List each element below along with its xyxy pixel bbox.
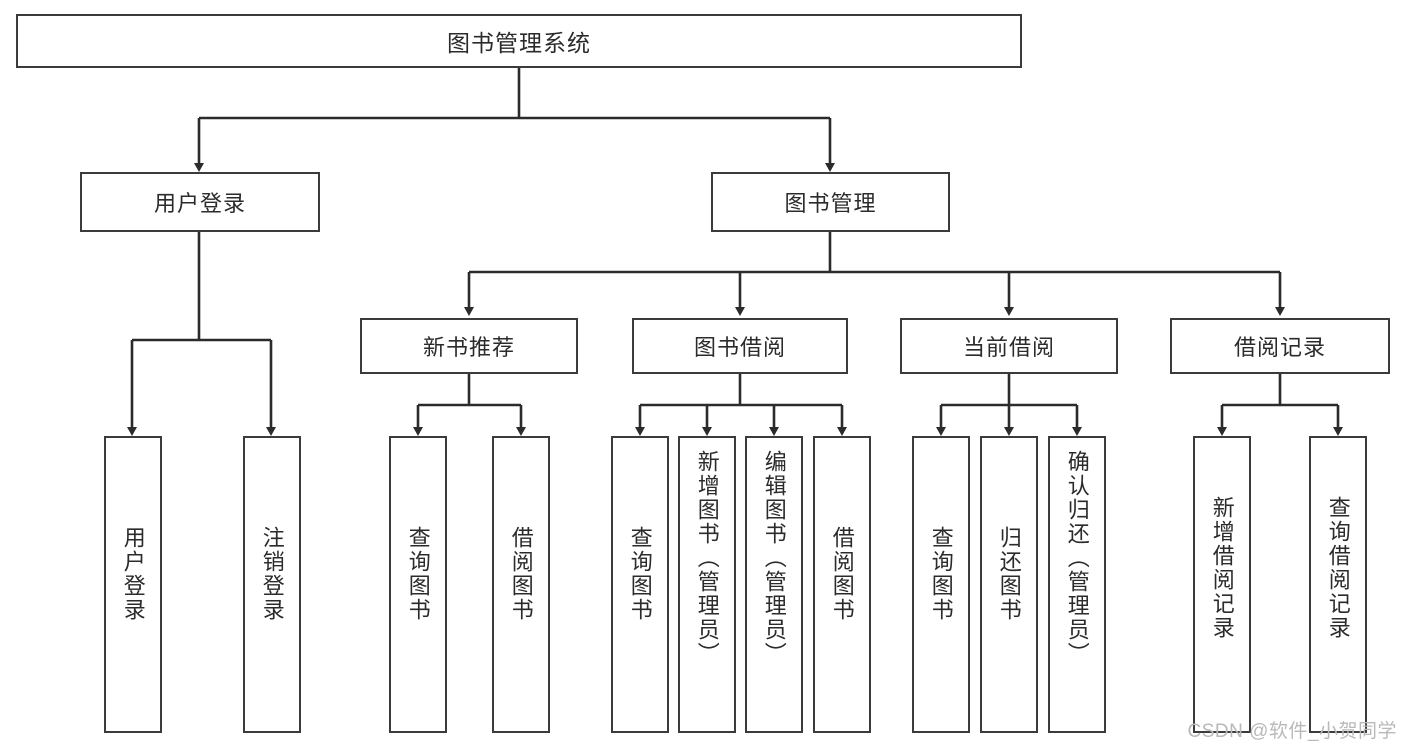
- node-new-book-recommend[interactable]: 新书推荐: [360, 318, 578, 374]
- node-root[interactable]: 图书管理系统: [16, 14, 1022, 68]
- node-leaf-query-book-borrow[interactable]: 查询图书: [611, 436, 669, 733]
- node-leaf-return-book-label: 归还图书: [996, 526, 1022, 622]
- node-leaf-borrow-book-recommend-label: 借阅图书: [508, 526, 534, 622]
- node-leaf-edit-book-admin[interactable]: 编辑图书（管理员）: [745, 436, 803, 733]
- node-user-login-label: 用户登录: [153, 191, 246, 216]
- node-root-label: 图书管理系统: [447, 30, 591, 56]
- node-leaf-add-book-admin[interactable]: 新增图书（管理员）: [678, 436, 736, 733]
- node-user-login[interactable]: 用户登录: [80, 172, 320, 232]
- node-leaf-add-book-admin-label: 新增图书（管理员）: [694, 450, 720, 666]
- node-leaf-query-book-recommend[interactable]: 查询图书: [389, 436, 447, 733]
- node-leaf-user-login[interactable]: 用户登录: [104, 436, 162, 733]
- node-leaf-borrow-book-recommend[interactable]: 借阅图书: [492, 436, 550, 733]
- node-leaf-confirm-return-admin-label: 确认归还（管理员）: [1064, 450, 1090, 666]
- watermark: CSDN @软件_小贺同学: [1187, 721, 1397, 742]
- node-leaf-query-borrow-record[interactable]: 查询借阅记录: [1309, 436, 1367, 733]
- node-leaf-edit-book-admin-label: 编辑图书（管理员）: [761, 450, 787, 666]
- node-book-management[interactable]: 图书管理: [711, 172, 950, 232]
- node-new-book-recommend-label: 新书推荐: [422, 335, 515, 360]
- node-leaf-query-borrow-record-label: 查询借阅记录: [1325, 496, 1351, 640]
- node-book-borrow-label: 图书借阅: [693, 335, 786, 360]
- node-leaf-query-book-borrow-label: 查询图书: [627, 526, 653, 622]
- node-book-management-label: 图书管理: [784, 191, 877, 216]
- node-borrow-record[interactable]: 借阅记录: [1170, 318, 1390, 374]
- node-leaf-return-book[interactable]: 归还图书: [980, 436, 1038, 733]
- node-leaf-add-borrow-record[interactable]: 新增借阅记录: [1193, 436, 1251, 733]
- node-leaf-borrow-book[interactable]: 借阅图书: [813, 436, 871, 733]
- node-leaf-user-login-label: 用户登录: [120, 526, 146, 622]
- node-leaf-query-book-recommend-label: 查询图书: [405, 526, 431, 622]
- node-leaf-add-borrow-record-label: 新增借阅记录: [1209, 496, 1235, 640]
- node-leaf-logout[interactable]: 注销登录: [243, 436, 301, 733]
- node-leaf-confirm-return-admin[interactable]: 确认归还（管理员）: [1048, 436, 1106, 733]
- node-borrow-record-label: 借阅记录: [1233, 335, 1326, 360]
- node-current-borrow[interactable]: 当前借阅: [900, 318, 1118, 374]
- node-leaf-query-book-current[interactable]: 查询图书: [912, 436, 970, 733]
- node-leaf-query-book-current-label: 查询图书: [928, 526, 954, 622]
- node-book-borrow[interactable]: 图书借阅: [632, 318, 848, 374]
- node-current-borrow-label: 当前借阅: [962, 335, 1055, 360]
- node-leaf-logout-label: 注销登录: [259, 526, 285, 622]
- node-leaf-borrow-book-label: 借阅图书: [829, 526, 855, 622]
